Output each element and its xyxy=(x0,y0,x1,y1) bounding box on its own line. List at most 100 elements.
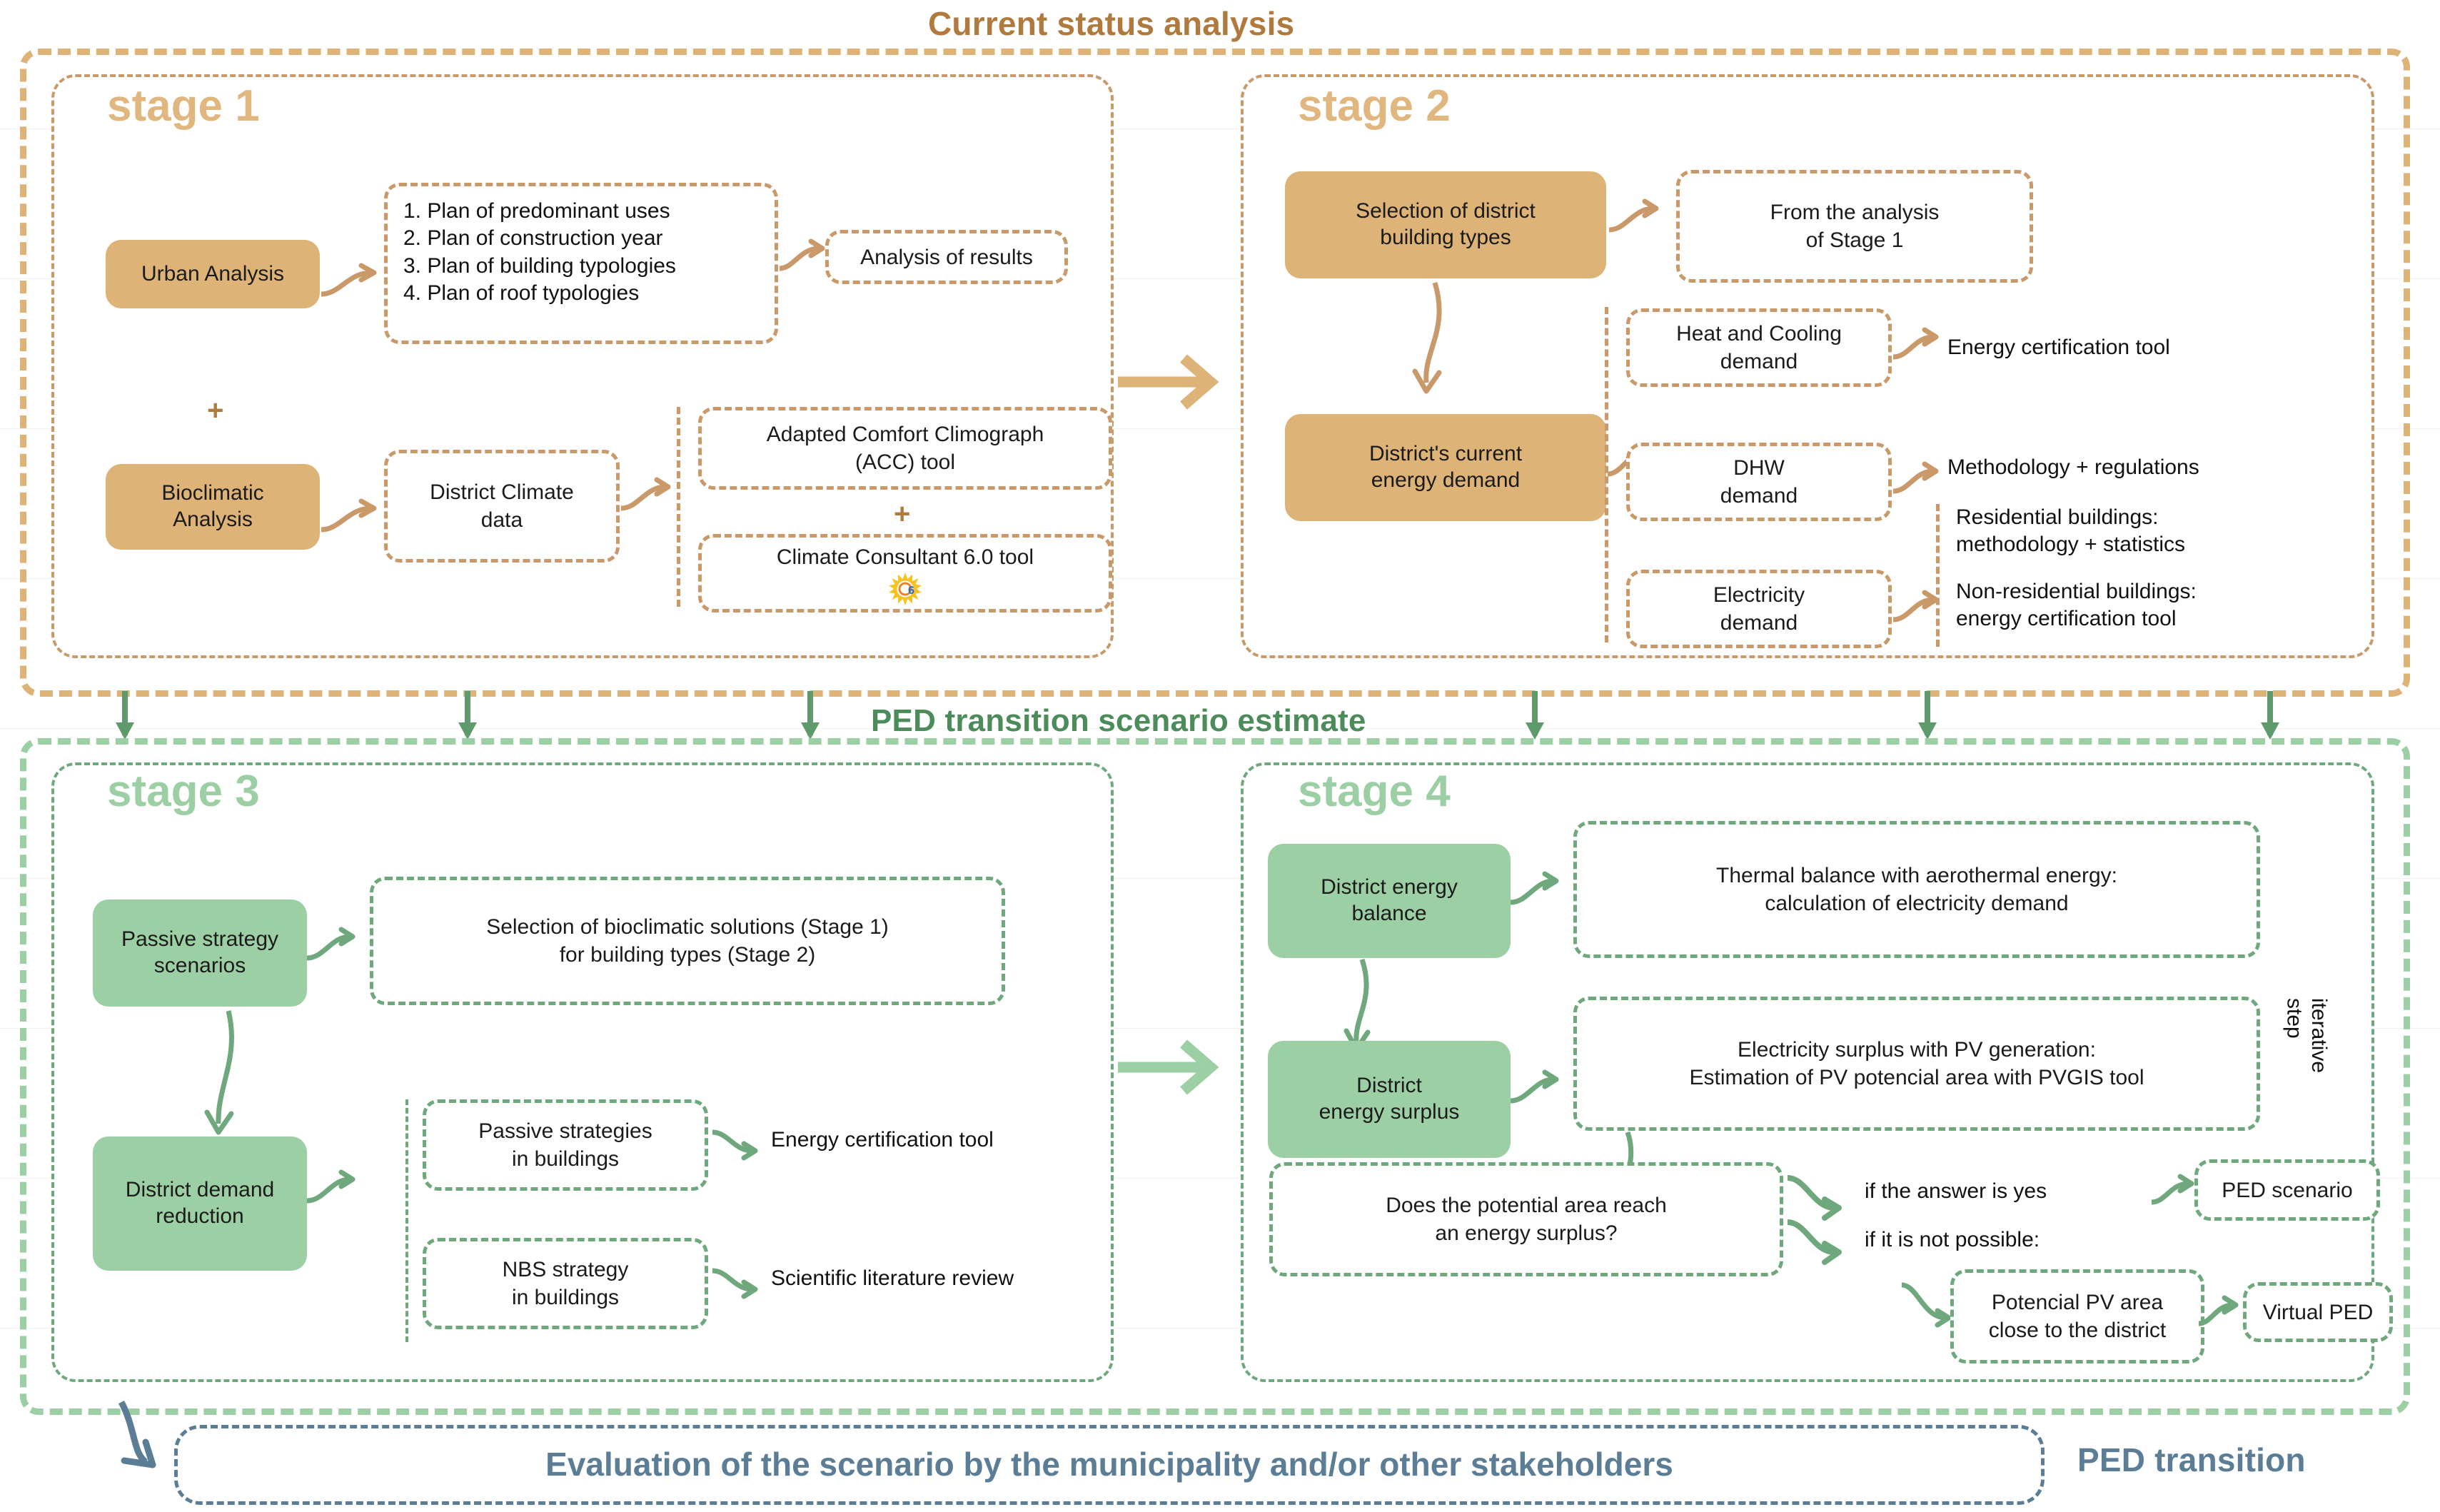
if-yes-label: if the answer is yes xyxy=(1865,1179,2047,1203)
connector-dhw-to-methodology xyxy=(1892,461,1939,494)
bioclimatic-analysis-box[interactable]: Bioclimatic Analysis xyxy=(106,464,320,550)
iterative-step-label: iterative step xyxy=(2282,998,2331,1074)
guide-line xyxy=(0,728,2440,729)
plan-item: 4. Plan of roof typologies xyxy=(403,281,640,306)
nbs-strategy-buildings-label: NBS strategy in buildings xyxy=(502,1258,629,1309)
guide-line xyxy=(0,578,2440,579)
connector-bioclimatic-to-climate xyxy=(321,498,377,533)
guide-line xyxy=(0,1028,2440,1029)
acc-tool-box: Adapted Comfort Climograph (ACC) tool xyxy=(698,407,1112,490)
if-not-possible-label: if it is not possible: xyxy=(1865,1228,2040,1251)
connector-question-to-yes xyxy=(1787,1175,1842,1221)
arrow-stage3-to-stage4 xyxy=(1118,1039,1219,1095)
district-climate-data-label: District Climate data xyxy=(430,480,574,532)
from-analysis-stage1-label: From the analysis of Stage 1 xyxy=(1770,201,1940,252)
stage1-tools-group-bar xyxy=(677,407,680,607)
arrow-to-evaluation xyxy=(118,1400,156,1468)
connector-question-to-no xyxy=(1787,1219,1842,1265)
heat-cooling-demand-box: Heat and Cooling demand xyxy=(1626,308,1892,387)
section-current-status-frame xyxy=(20,49,2410,697)
electricity-demand-label: Electricity demand xyxy=(1713,583,1805,635)
climate-consultant-box: Climate Consultant 6.0 tool 6 xyxy=(698,534,1112,613)
arrow-passive-to-reduction xyxy=(204,1010,234,1135)
non-residential-buildings-label: Non-residential buildings: energy certif… xyxy=(1956,580,2197,631)
stage2-label: stage 2 xyxy=(1298,81,1451,131)
district-current-demand-box[interactable]: District's current energy demand xyxy=(1285,414,1606,521)
stage1-label: stage 1 xyxy=(107,81,260,131)
stage4-label: stage 4 xyxy=(1298,767,1451,816)
sun-icon: 6 xyxy=(889,573,922,605)
ped-scenario-box: PED scenario xyxy=(2194,1159,2380,1221)
dhw-demand-label: DHW demand xyxy=(1720,456,1798,508)
passive-strategies-buildings-box: Passive strategies in buildings xyxy=(423,1099,708,1191)
methodology-regulations-label: Methodology + regulations xyxy=(1947,455,2199,479)
electricity-demand-box: Electricity demand xyxy=(1626,570,1892,648)
urban-analysis-box[interactable]: Urban Analysis xyxy=(106,240,320,308)
residential-buildings-label: Residential buildings: methodology + sta… xyxy=(1956,505,2185,557)
energy-cert-tool-label: Energy certification tool xyxy=(1947,336,2170,359)
connector-passive-strategies-to-tool xyxy=(712,1129,758,1161)
banner-ped-transition: PED transition xyxy=(2077,1441,2306,1478)
connector-urban-to-plans xyxy=(321,263,377,297)
selection-building-types-box[interactable]: Selection of district building types xyxy=(1285,171,1606,278)
electricity-surplus-label: Electricity surplus with PV generation: … xyxy=(1689,1038,2144,1089)
potencial-pv-area-box: Potencial PV area close to the district xyxy=(1950,1269,2204,1364)
stage3-strategies-group-bar xyxy=(405,1099,408,1342)
evaluation-box: Evaluation of the scenario by the munici… xyxy=(174,1425,2045,1505)
scientific-literature-label: Scientific literature review xyxy=(771,1266,1014,1290)
district-climate-data-box: District Climate data xyxy=(384,450,620,563)
section-ped-transition-frame xyxy=(20,738,2410,1415)
nbs-strategy-buildings-box: NBS strategy in buildings xyxy=(423,1238,708,1329)
stage2-residential-group-bar xyxy=(1936,504,1940,647)
connector-yes-to-ped xyxy=(2151,1174,2194,1205)
stage3-energy-cert-tool-label: Energy certification tool xyxy=(771,1128,994,1151)
guide-line xyxy=(0,1328,2440,1329)
banner-ped-transition-scenario: PED transition scenario estimate xyxy=(871,703,1366,738)
thermal-balance-label: Thermal balance with aerothermal energy:… xyxy=(1716,864,2117,915)
district-demand-reduction-box[interactable]: District demand reduction xyxy=(93,1136,307,1271)
virtual-ped-box: Virtual PED xyxy=(2243,1282,2393,1342)
connector-reduction-to-strategies xyxy=(306,1169,356,1204)
district-energy-balance-box[interactable]: District energy balance xyxy=(1268,844,1511,958)
connector-nbs-to-literature xyxy=(712,1268,758,1299)
electricity-surplus-box: Electricity surplus with PV generation: … xyxy=(1573,997,2260,1131)
potencial-pv-area-label: Potencial PV area close to the district xyxy=(1988,1291,2167,1342)
passive-strategy-scenarios-box[interactable]: Passive strategy scenarios xyxy=(93,899,307,1007)
passive-strategies-buildings-label: Passive strategies in buildings xyxy=(478,1119,652,1171)
selection-bioclimatic-label: Selection of bioclimatic solutions (Stag… xyxy=(486,915,889,967)
district-energy-surplus-box[interactable]: District energy surplus xyxy=(1268,1041,1511,1158)
heat-cooling-demand-label: Heat and Cooling demand xyxy=(1676,322,1842,373)
connector-selection-to-fromstage1 xyxy=(1608,198,1659,233)
arrows-section1-to-section2 xyxy=(116,691,2279,740)
evaluation-label: Evaluation of the scenario by the munici… xyxy=(545,1446,1673,1483)
guide-line xyxy=(0,278,2440,279)
plan-item: 3. Plan of building typologies xyxy=(403,253,676,278)
banner-current-status-analysis: Current status analysis xyxy=(928,5,1295,42)
stage2-demand-group-bar xyxy=(1605,307,1608,642)
question-box: Does the potential area reach an energy … xyxy=(1269,1162,1783,1276)
arrow-selection-to-demand xyxy=(1412,281,1442,394)
analysis-of-results-box: Analysis of results xyxy=(825,230,1068,284)
connector-balance-to-thermal xyxy=(1510,871,1559,905)
guide-line xyxy=(0,128,2440,129)
stage3-label: stage 3 xyxy=(107,767,260,816)
connector-electricity-to-buildings xyxy=(1892,590,1939,623)
tools-plus: + xyxy=(894,498,911,530)
arrow-stage1-to-stage2 xyxy=(1118,354,1219,410)
svg-text:6: 6 xyxy=(908,585,914,597)
climate-consultant-label: Climate Consultant 6.0 tool xyxy=(776,545,1034,569)
selection-bioclimatic-box: Selection of bioclimatic solutions (Stag… xyxy=(370,877,1005,1005)
plan-item: 1. Plan of predominant uses xyxy=(403,199,670,223)
guide-line xyxy=(0,878,2440,879)
guide-line xyxy=(0,428,2440,429)
connector-surplus-to-electricity xyxy=(1510,1069,1559,1104)
acc-tool-label: Adapted Comfort Climograph (ACC) tool xyxy=(766,423,1044,474)
connector-climate-to-tools xyxy=(620,477,671,511)
guide-line xyxy=(0,1178,2440,1179)
connector-heatcooling-to-tool xyxy=(1892,327,1939,360)
connector-no-to-potencial-area xyxy=(1901,1282,1952,1328)
stage1-plus: + xyxy=(207,395,224,426)
dhw-demand-box: DHW demand xyxy=(1626,443,1892,521)
plan-item: 2. Plan of construction year xyxy=(403,226,663,251)
connector-plans-to-results xyxy=(779,238,825,271)
